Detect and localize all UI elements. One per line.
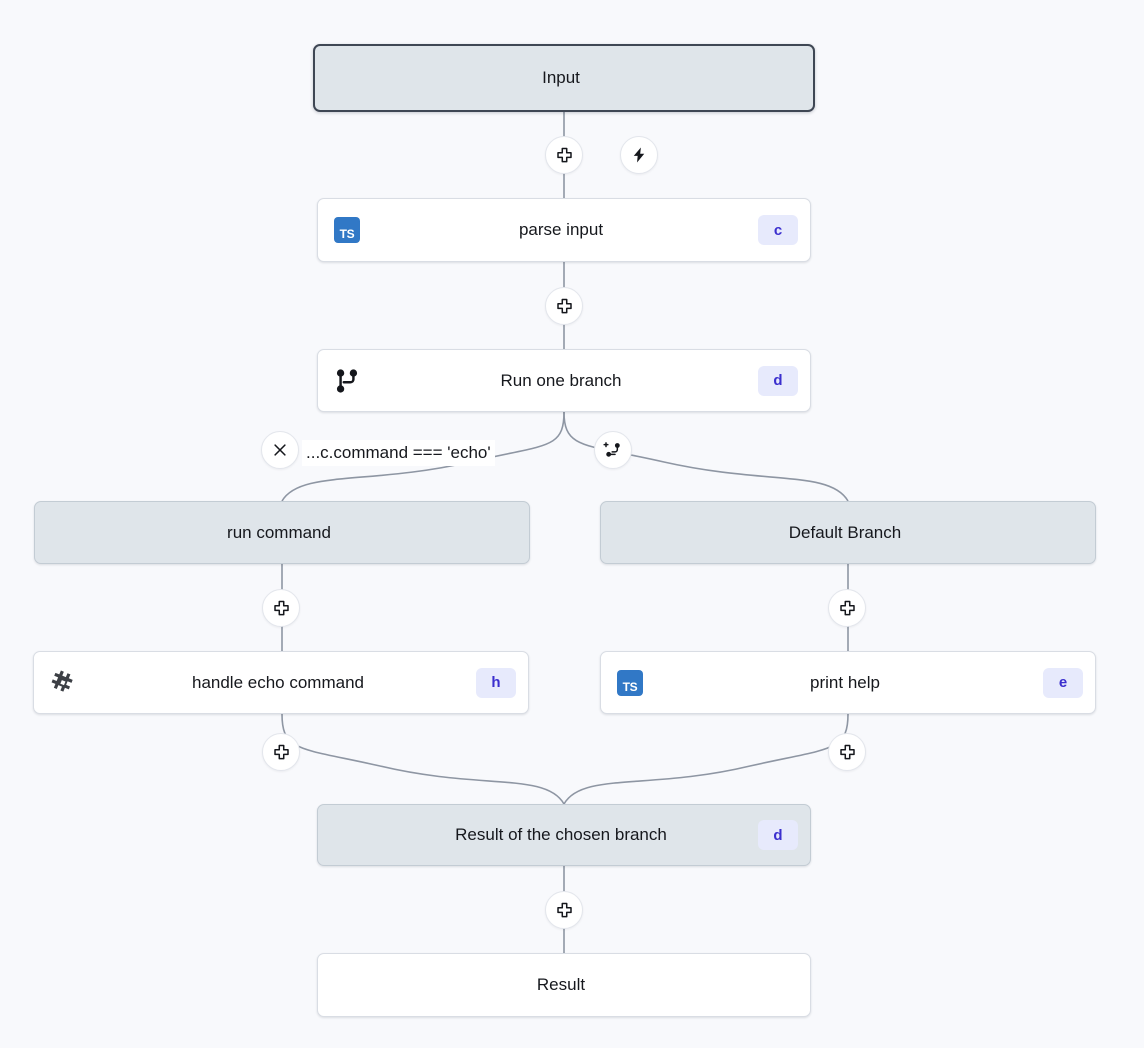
node-default-branch[interactable]: Default Branch: [600, 501, 1096, 564]
typescript-icon: TS: [617, 669, 643, 696]
node-handle-echo-command-icon: [46, 666, 80, 700]
node-result-label: Result: [536, 975, 586, 994]
lightning-bolt-icon: [633, 147, 645, 163]
node-parse-input-label: parse input: [518, 220, 604, 239]
insert-step-after-input-button[interactable]: [545, 136, 583, 174]
insert-step-after-run-command-button[interactable]: [262, 589, 300, 627]
node-branch-result[interactable]: Result of the chosen branch d: [317, 804, 811, 866]
add-trigger-button[interactable]: [620, 136, 658, 174]
typescript-icon: TS: [334, 217, 360, 243]
insert-step-after-branch-result-button[interactable]: [545, 891, 583, 929]
node-branch-result-badge[interactable]: d: [758, 820, 798, 850]
edge-print-help-to-result: [563, 713, 849, 805]
node-run-command-label: run command: [227, 522, 331, 542]
node-default-branch-label: Default Branch: [788, 522, 902, 542]
delete-branch-button[interactable]: [261, 431, 299, 469]
node-input-label: Input: [542, 68, 580, 87]
plus-icon: [273, 744, 289, 759]
node-handle-echo-command-badge[interactable]: h: [476, 667, 516, 698]
node-branch-result-label: Result of the chosen branch: [455, 825, 667, 844]
git-branch-icon: [336, 368, 358, 393]
node-run-one-branch-icon: [330, 364, 364, 398]
node-handle-echo-command[interactable]: handle echo command h: [33, 651, 529, 714]
plus-icon: [839, 600, 855, 615]
node-parse-input[interactable]: TS parse input c: [317, 198, 811, 262]
edge-handle-echo-to-result: [281, 713, 565, 805]
insert-step-after-print-help-button[interactable]: [828, 733, 866, 771]
insert-step-after-parse-input-button[interactable]: [545, 287, 583, 325]
node-run-one-branch-badge[interactable]: d: [758, 365, 798, 396]
node-print-help-icon: TS: [613, 666, 647, 700]
node-handle-echo-command-label: handle echo command: [191, 672, 364, 692]
node-run-one-branch[interactable]: Run one branch d: [317, 349, 811, 412]
plus-icon: [556, 902, 572, 917]
insert-step-after-handle-echo-button[interactable]: [262, 733, 300, 771]
node-parse-input-badge[interactable]: c: [758, 215, 798, 245]
insert-step-after-default-branch-button[interactable]: [828, 589, 866, 627]
plus-icon: [839, 744, 855, 759]
add-branch-button[interactable]: [594, 431, 632, 469]
node-print-help-label: print help: [810, 672, 880, 692]
close-icon: [274, 444, 286, 456]
plus-icon: [556, 298, 572, 313]
node-run-command[interactable]: run command: [34, 501, 530, 564]
node-run-one-branch-label: Run one branch: [500, 370, 622, 390]
node-input[interactable]: Input: [313, 44, 815, 112]
node-result[interactable]: Result: [317, 953, 811, 1017]
puzzle-hash-icon: [51, 670, 73, 692]
plus-icon: [273, 600, 289, 615]
plus-icon: [556, 147, 572, 162]
add-branch-icon: [603, 442, 620, 457]
branch-condition-label[interactable]: ...c.command === 'echo': [302, 440, 495, 466]
node-print-help-badge[interactable]: e: [1043, 667, 1083, 698]
node-parse-input-icon: TS: [330, 213, 364, 247]
node-print-help[interactable]: TS print help e: [600, 651, 1096, 714]
